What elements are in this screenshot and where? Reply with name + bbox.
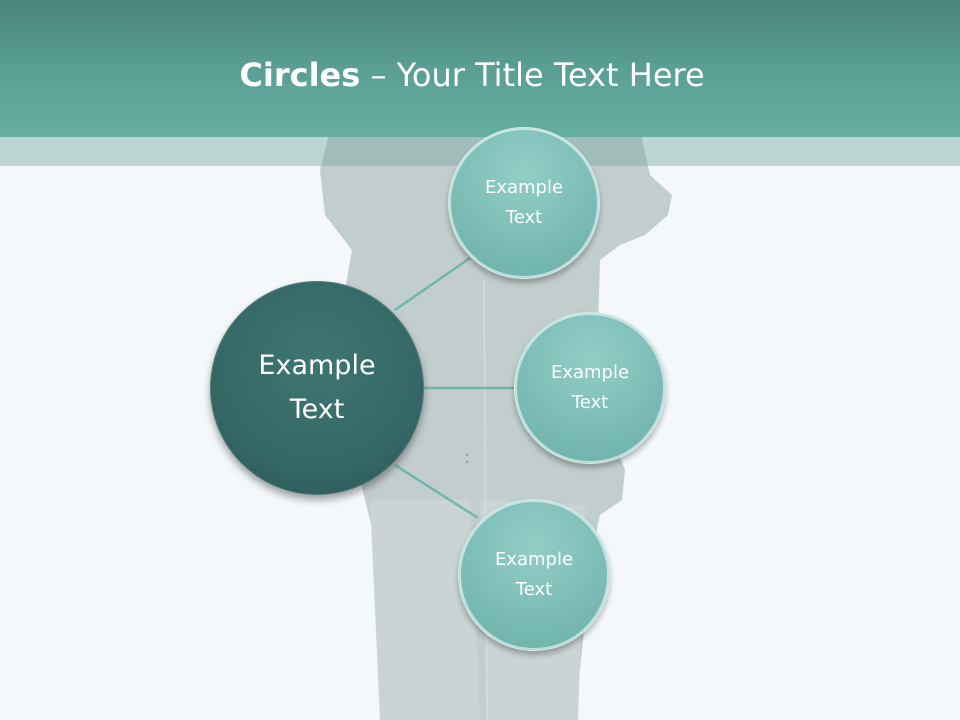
satellite-circle-2: Example Text [514,312,666,464]
title-bar [0,0,960,137]
satellite-circle-2-line1: Example [550,362,630,383]
satellite-circle-1-line2: Text [505,207,543,228]
satellite-circle-3-line1: Example [494,549,574,570]
connector-line-3 [394,463,479,520]
center-circle: Example Text [210,281,424,495]
title-bold: Circles [239,56,361,94]
slide-title: Circles – Your Title Text Here [0,53,944,97]
satellite-circle-3: Example Text [458,499,610,651]
connector-line-1 [394,256,471,312]
satellite-circle-3-line2: Text [515,579,553,600]
satellite-circle-1: Example Text [448,127,600,279]
center-circle-label-line1: Example [258,350,376,381]
satellite-circle-2-line2: Text [571,392,609,413]
title-rest: – Your Title Text Here [360,56,705,94]
satellite-circle-1-line1: Example [484,177,564,198]
center-circle-label-line2: Text [289,394,345,425]
